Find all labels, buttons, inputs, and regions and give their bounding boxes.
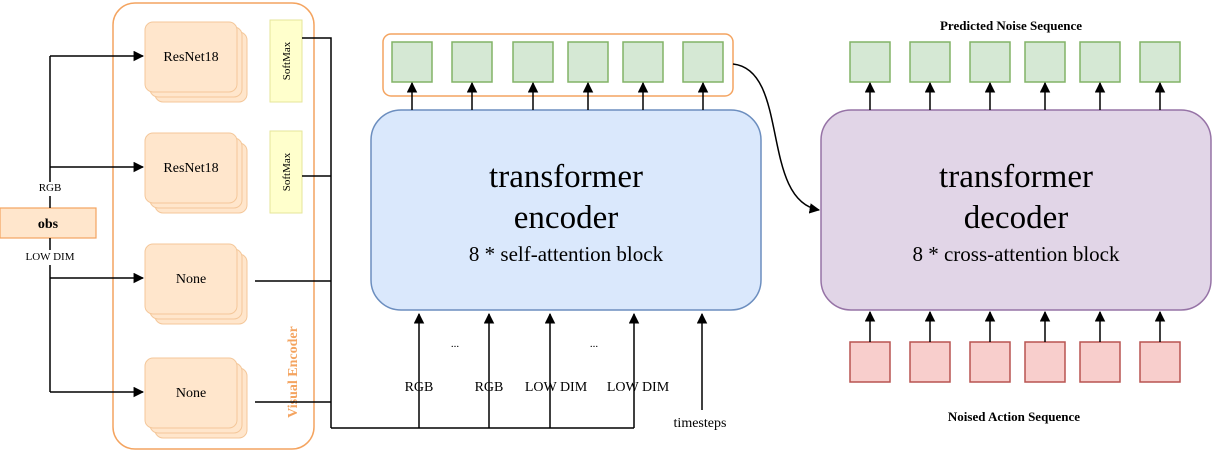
- noised-action-title: Noised Action Sequence: [948, 409, 1080, 424]
- predicted-noise-tokens: [849, 41, 1181, 83]
- encoder-output-container: [382, 33, 734, 97]
- noised-action-tokens: [849, 341, 1181, 383]
- decoder-title-line2: decoder: [964, 200, 1068, 236]
- transformer-encoder-box: [370, 109, 762, 311]
- decoder-input-arrows: [864, 310, 1166, 342]
- encoder-card-4: None: [144, 357, 248, 439]
- encoder-input-label-2: RGB: [475, 380, 504, 395]
- encoder-input-arrows: [413, 312, 708, 428]
- softmax-2: SoftMax: [269, 130, 303, 214]
- encoder-subtitle: 8 * self-attention block: [469, 242, 664, 266]
- visual-encoder-title: Visual Encoder: [286, 326, 301, 418]
- card-2-label: ResNet18: [163, 161, 218, 176]
- obs-low-dim-label: LOW DIM: [26, 251, 75, 263]
- encoder-card-2: ResNet18: [144, 132, 248, 214]
- encoder-to-decoder-arrow: [732, 63, 821, 214]
- timesteps-label: timesteps: [674, 416, 727, 431]
- card-4-label: None: [176, 386, 206, 401]
- softmax-2-label: SoftMax: [281, 152, 293, 191]
- encoder-ellipsis-2: ...: [590, 338, 599, 350]
- encoder-input-label-3: LOW DIM: [525, 380, 588, 395]
- decoder-title-line1: transformer: [939, 159, 1093, 195]
- card-1-label: ResNet18: [163, 50, 218, 65]
- predicted-noise-title: Predicted Noise Sequence: [940, 18, 1082, 33]
- decoder-output-arrows: [864, 81, 1166, 110]
- transformer-decoder-box: [820, 109, 1212, 311]
- encoder-card-3: None: [144, 243, 248, 325]
- obs-routing-lines: [49, 50, 145, 398]
- encoder-input-label-1: RGB: [405, 380, 434, 395]
- encoder-card-1: ResNet18: [144, 21, 248, 103]
- visual-encoder-container: [112, 2, 315, 450]
- encoder-output-tokens: [391, 41, 724, 83]
- encoder-title-line1: transformer: [489, 159, 643, 195]
- card-3-label: None: [176, 272, 206, 287]
- encoder-collector-lines: [255, 37, 634, 429]
- encoder-title-line2: encoder: [514, 200, 618, 236]
- softmax-1-label: SoftMax: [281, 41, 293, 80]
- encoder-output-arrows: [406, 81, 709, 110]
- obs-rgb-label: RGB: [39, 182, 62, 194]
- decoder-subtitle: 8 * cross-attention block: [912, 242, 1120, 266]
- obs-box: [0, 207, 97, 239]
- encoder-input-label-4: LOW DIM: [607, 380, 670, 395]
- obs-label: obs: [38, 217, 59, 232]
- softmax-1: SoftMax: [269, 19, 303, 103]
- encoder-ellipsis-1: ...: [451, 338, 460, 350]
